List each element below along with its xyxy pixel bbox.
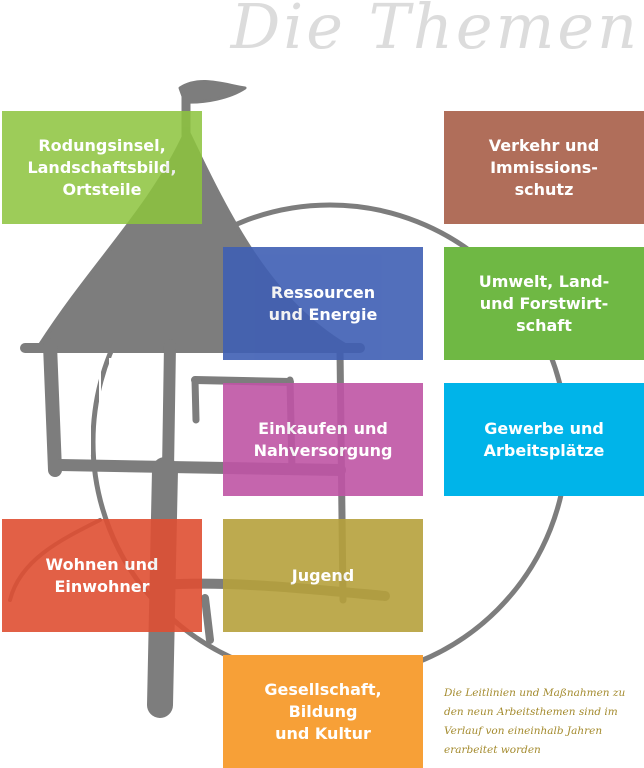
theme-label: Wohnen und Einwohner xyxy=(45,554,159,596)
theme-box-jugend[interactable]: Jugend xyxy=(223,519,423,632)
theme-label: Rodungsinsel, Landschaftsbild, Ortsteile xyxy=(27,135,177,199)
theme-box-umwelt[interactable]: Umwelt, Land- und Forstwirt- schaft xyxy=(444,247,644,360)
page-title: Die Themen xyxy=(230,0,640,63)
theme-label: Verkehr und Immissions- schutz xyxy=(488,135,600,199)
theme-label: Umwelt, Land- und Forstwirt- schaft xyxy=(478,271,610,335)
theme-label: Gesellschaft, Bildung und Kultur xyxy=(264,679,382,743)
theme-box-einkaufen[interactable]: Einkaufen und Nahversorgung xyxy=(223,383,423,496)
theme-box-wohnen[interactable]: Wohnen und Einwohner xyxy=(2,519,202,632)
theme-box-gewerbe[interactable]: Gewerbe und Arbeitsplätze xyxy=(444,383,644,496)
theme-label: Ressourcen und Energie xyxy=(268,282,378,324)
theme-label: Jugend xyxy=(291,565,355,585)
theme-label: Einkaufen und Nahversorgung xyxy=(253,418,393,460)
theme-box-rodungsinsel[interactable]: Rodungsinsel, Landschaftsbild, Ortsteile xyxy=(2,111,202,224)
theme-label: Gewerbe und Arbeitsplätze xyxy=(483,418,605,460)
theme-box-verkehr[interactable]: Verkehr und Immissions- schutz xyxy=(444,111,644,224)
theme-box-ressourcen[interactable]: Ressourcen und Energie xyxy=(223,247,423,360)
theme-box-gesellschaft[interactable]: Gesellschaft, Bildung und Kultur xyxy=(223,655,423,768)
caption-text: Die Leitlinien und Maßnahmen zu den neun… xyxy=(444,687,626,756)
